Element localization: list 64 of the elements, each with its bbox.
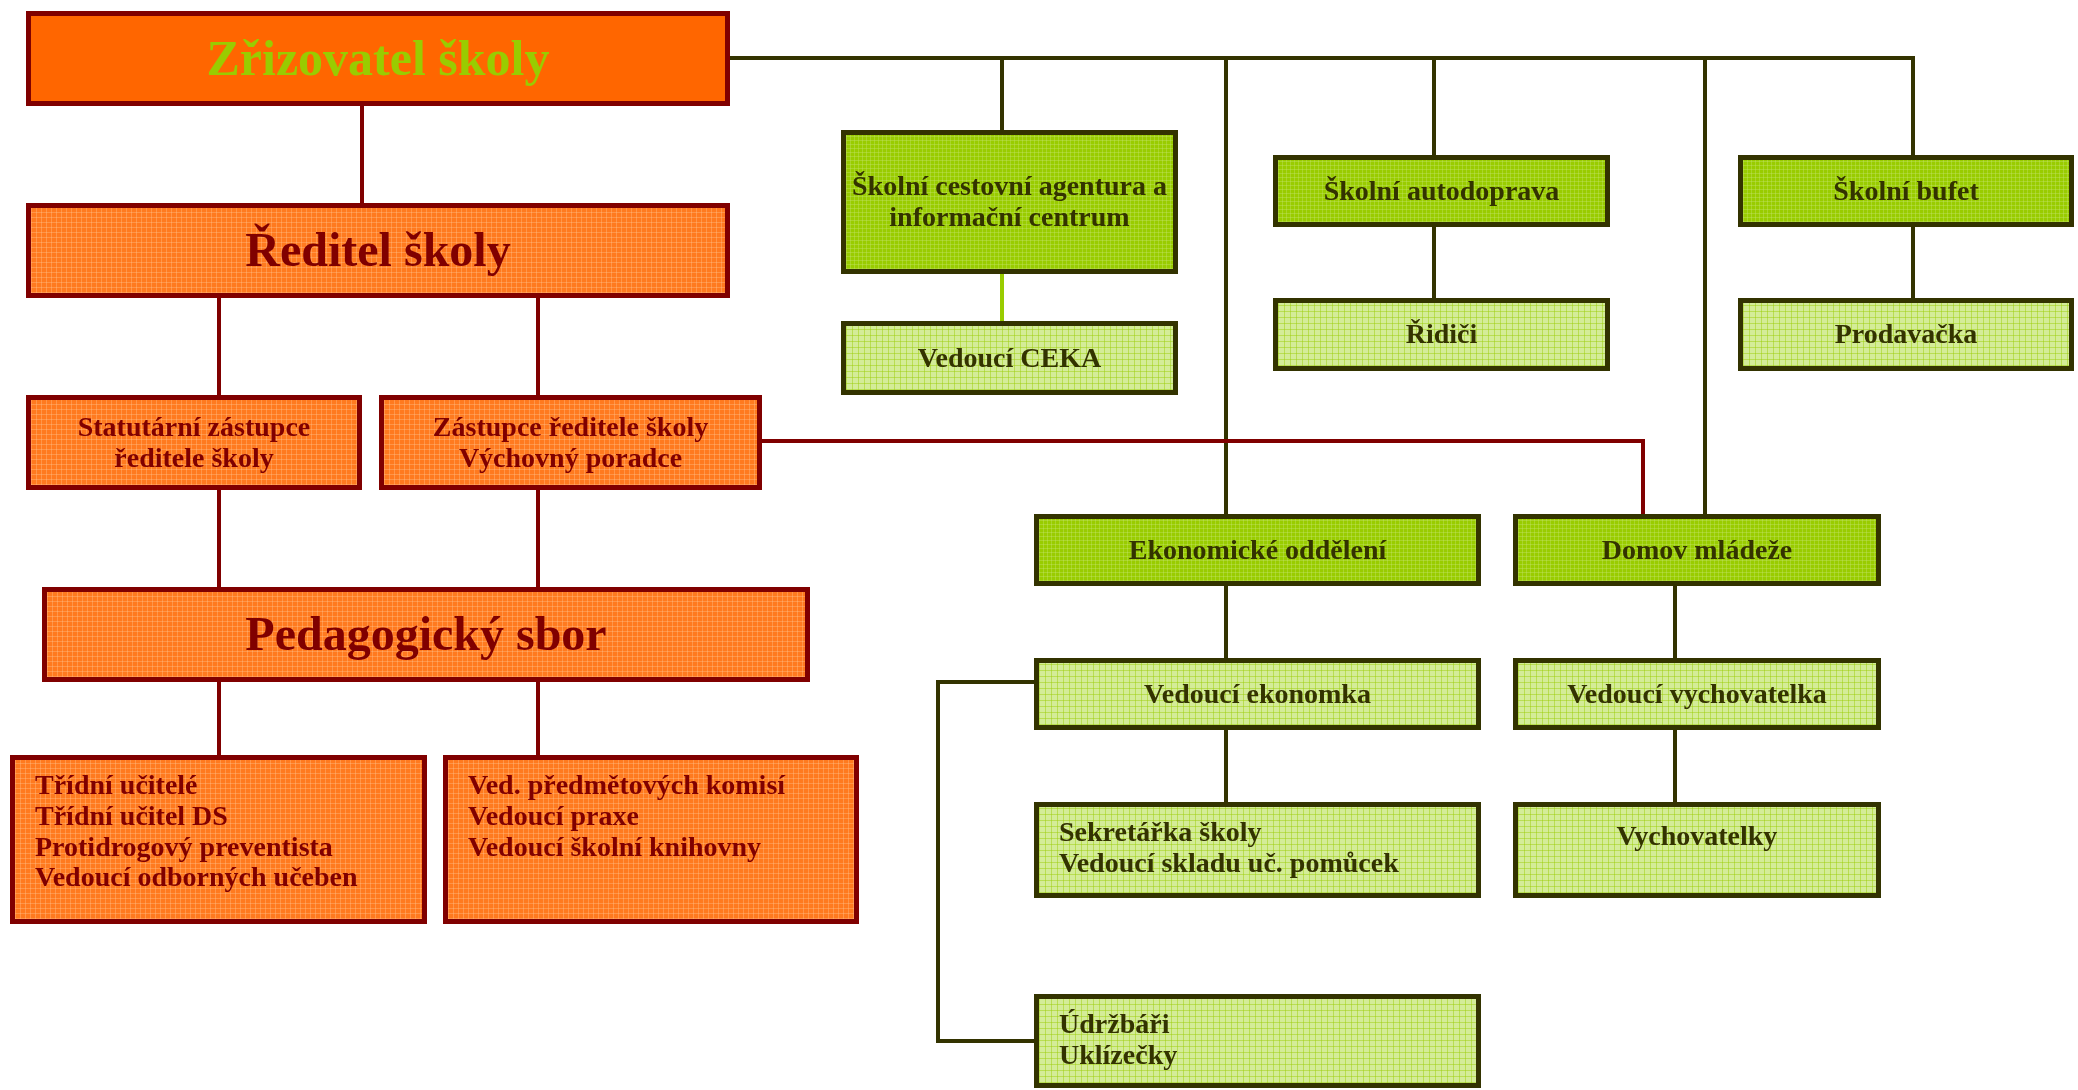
connector-line [1000, 274, 1004, 321]
box-label: Třídní učitel DS [35, 800, 228, 832]
box-heading: Zřizovatel školy [206, 31, 550, 86]
box-label: Vedoucí vychovatelka [1567, 678, 1827, 710]
department-box [1034, 514, 1481, 586]
box-label: Ekonomické oddělení [1128, 534, 1387, 566]
role-box [443, 755, 859, 924]
department-box [841, 130, 1178, 274]
staff-box [1273, 298, 1610, 371]
box-label: Vedoucí CEKA [917, 342, 1102, 374]
box-label: Školní bufet [1833, 175, 1979, 207]
box-heading: Pedagogický sbor [245, 608, 607, 661]
role-box [10, 755, 427, 924]
box-label: Vychovatelky [1616, 821, 1778, 852]
box-label: Řidiči [1405, 319, 1478, 350]
connector-line [1432, 227, 1436, 298]
header-box [26, 11, 730, 106]
box-label: Vedoucí školní knihovny [468, 831, 762, 863]
box-label: Protidrogový preventista [35, 831, 333, 863]
role-box [26, 395, 362, 490]
box-label: Statutární zástupce ředitele školy [76, 411, 312, 474]
role-box [379, 395, 762, 490]
connector-line [217, 298, 221, 395]
staff-box [1738, 298, 2074, 371]
staff-box [1513, 658, 1881, 730]
department-box [1273, 155, 1610, 227]
staff-box [841, 321, 1178, 395]
box-heading: Ředitel školy [245, 224, 511, 277]
box-label: Školní cestovní agentura a informační centrum [851, 171, 1168, 233]
connector-line [360, 106, 364, 203]
connector-line [936, 680, 1034, 1043]
staff-box [1034, 802, 1481, 898]
box-label: Vedoucí ekonomka [1144, 678, 1371, 710]
box-label: Výchovný poradce [458, 442, 683, 474]
connector-line [1911, 227, 1915, 298]
connector-line [536, 298, 540, 395]
box-label: Domov mládeže [1601, 534, 1793, 566]
box-label: Prodavačka [1834, 319, 1978, 350]
staff-box [1513, 802, 1881, 898]
role-box [26, 203, 730, 298]
box-label: Údržbáři [1059, 1009, 1170, 1040]
box-label: Zástupce ředitele školy [432, 411, 709, 443]
department-box [1738, 155, 2074, 227]
connector-line [762, 439, 1645, 514]
box-label: Uklízečky [1059, 1039, 1178, 1071]
connector-line [217, 682, 221, 755]
staff-box [1034, 658, 1481, 730]
connector-line [536, 682, 540, 755]
box-label: Sekretářka školy [1059, 817, 1262, 848]
connector-line [536, 490, 540, 587]
connector-line [1673, 730, 1677, 802]
box-label: Vedoucí skladu uč. pomůcek [1059, 847, 1399, 879]
staff-box [1034, 994, 1481, 1088]
box-label: Školní autodoprava [1323, 175, 1560, 207]
department-box [1513, 514, 1881, 586]
connector-line [217, 490, 221, 587]
connector-line [1673, 586, 1677, 658]
box-label: Ved. předmětových komisí [468, 770, 786, 801]
box-label: Vedoucí praxe [468, 800, 639, 832]
role-box [42, 587, 810, 682]
connector-line [1224, 730, 1228, 802]
connector-line [1224, 586, 1228, 658]
box-label: Třídní učitelé [35, 770, 198, 801]
box-label: Vedoucí odborných učeben [35, 862, 358, 894]
